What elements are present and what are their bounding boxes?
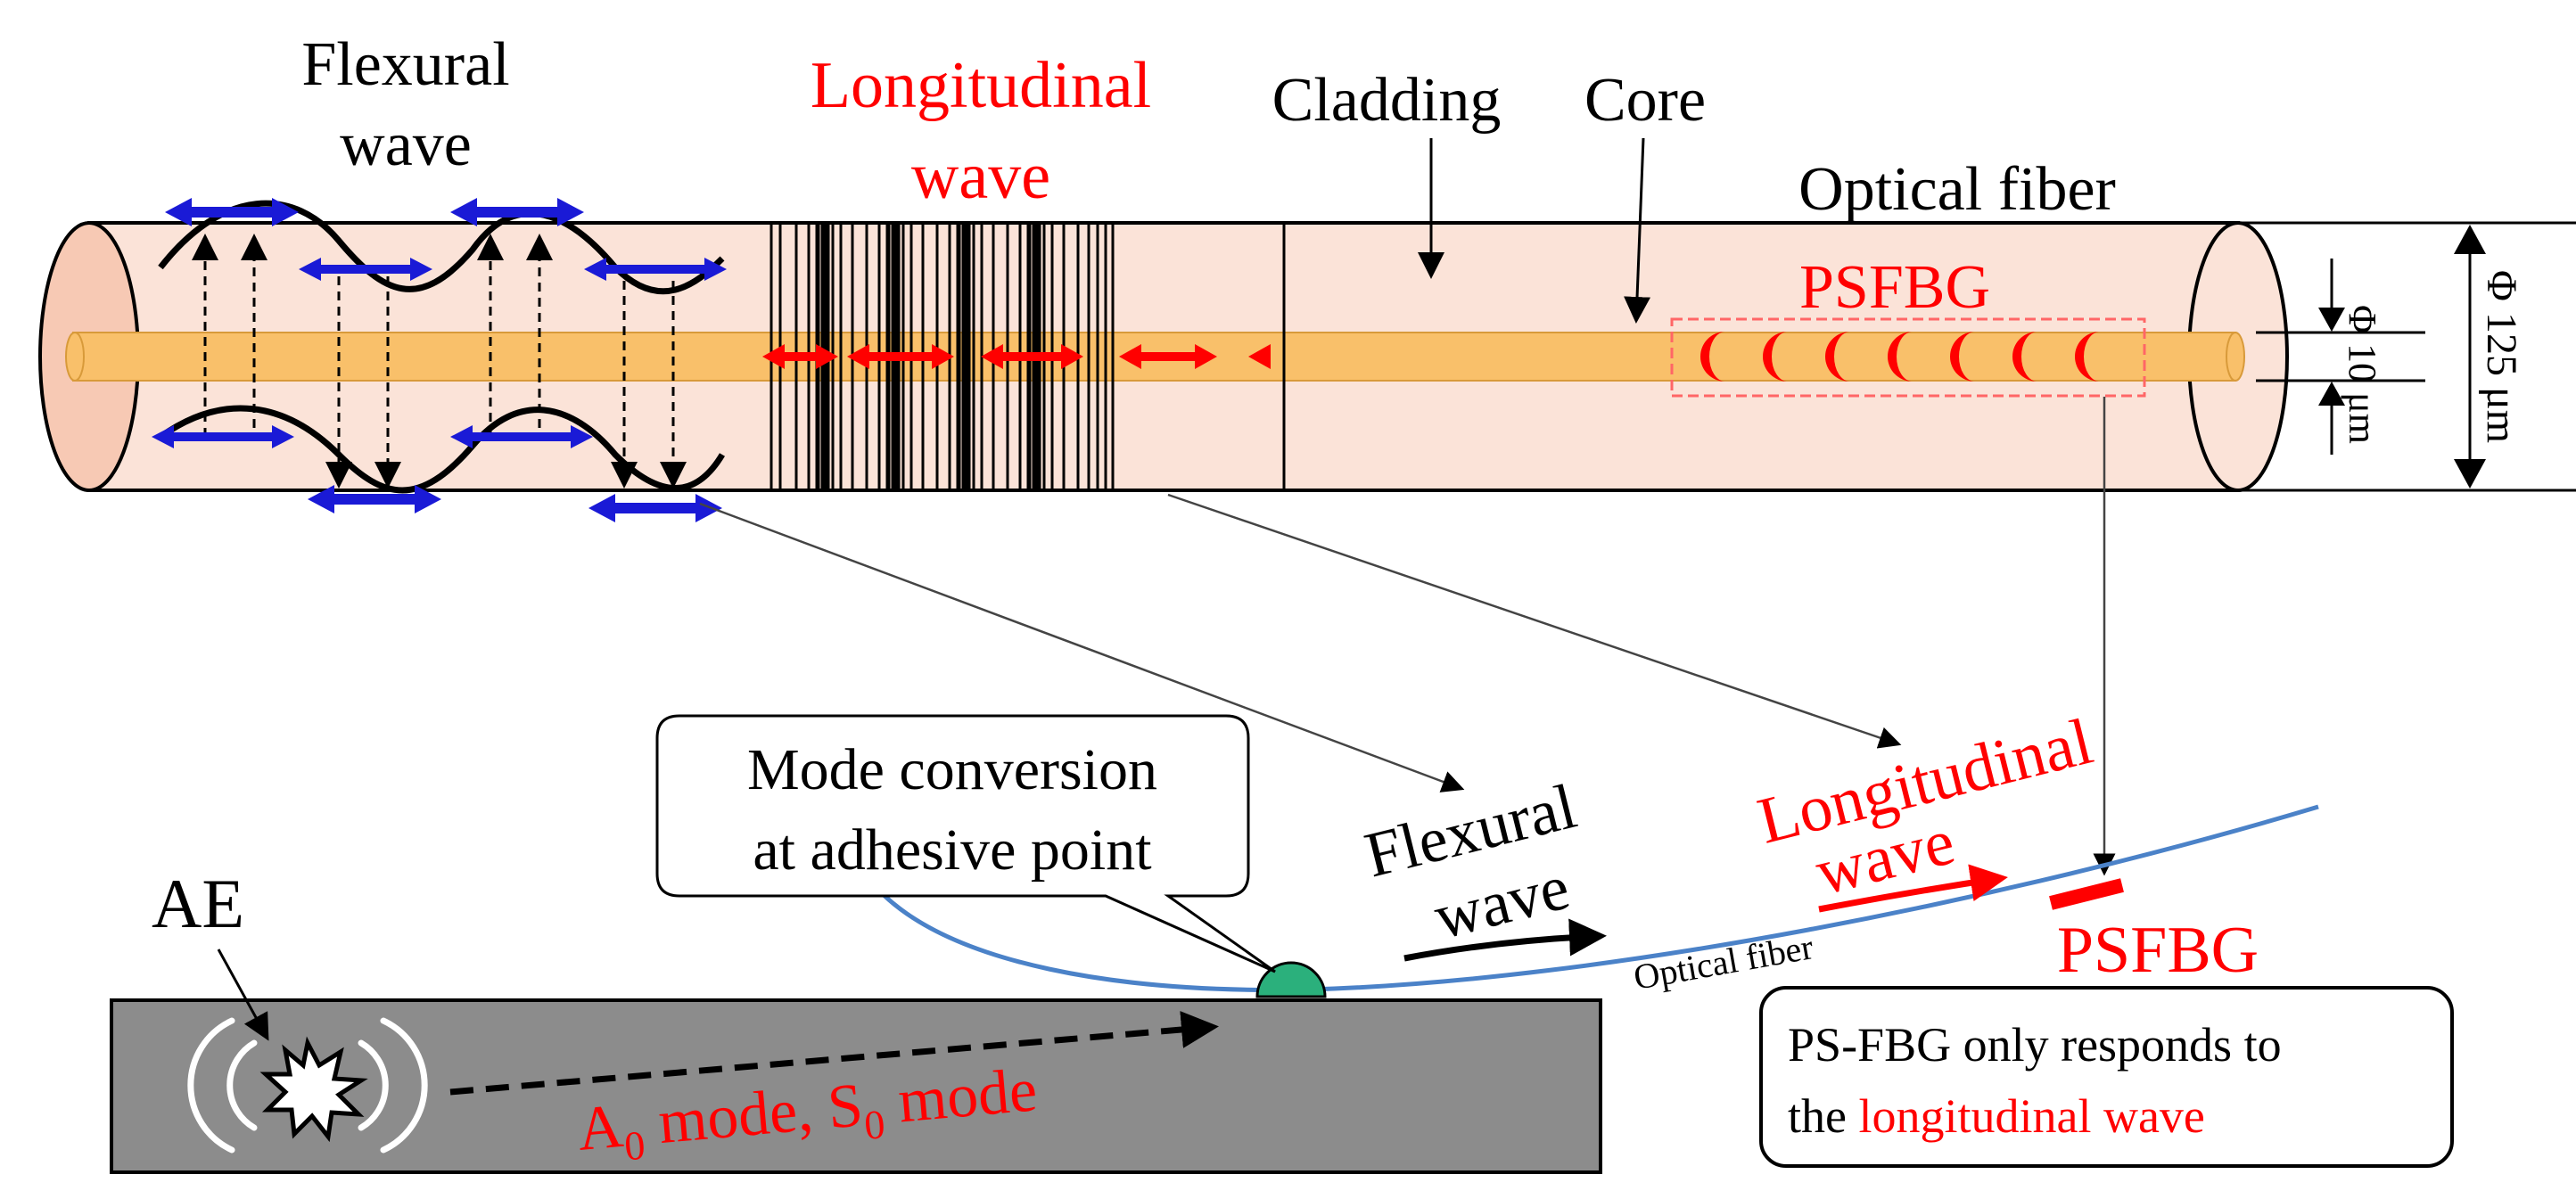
flexural-bottom-arrow <box>1403 918 1607 962</box>
core-end-right <box>2226 332 2245 382</box>
psfbg-bottom-marker <box>2049 878 2124 910</box>
core-end-left <box>65 332 85 382</box>
psfbg-gratings <box>1700 332 2100 382</box>
flexural-blue-arrows <box>152 198 727 522</box>
note-line-1: PS-FBG only responds to <box>1788 1018 2282 1072</box>
ae-label: AE <box>152 865 244 942</box>
psfbg-box-top <box>1670 317 2146 398</box>
mode-conversion-line-1: Mode conversion <box>747 737 1157 802</box>
psfbg-bottom-label: PSFBG <box>2057 914 2259 987</box>
mode-conversion-callout: Mode conversion at adhesive point <box>655 714 1276 973</box>
propagation-arrow <box>449 1011 1219 1096</box>
ae-pointer <box>217 949 269 1041</box>
psfbg-top-label: PSFBG <box>1799 253 1990 322</box>
dimension-lines <box>2238 221 2576 492</box>
pointer-arrows-top <box>1418 137 1651 324</box>
optical-fiber-top-label: Optical fiber <box>1798 155 2116 224</box>
connector-lines <box>699 397 2116 876</box>
ae-wavefronts <box>187 1017 428 1154</box>
dimension-arrowheads <box>2318 225 2486 489</box>
longitudinal-bottom-arrow <box>1818 864 2008 913</box>
core-diameter-label: Φ 10 μm <box>2341 305 2384 444</box>
specimen-plate <box>110 998 1602 1174</box>
core-label: Core <box>1584 66 1706 135</box>
flexural-top-label-2: wave <box>340 111 472 179</box>
ae-burst-icon <box>259 1036 368 1143</box>
note-line-2: the longitudinal wave <box>1788 1089 2205 1143</box>
ae-source <box>187 1017 428 1154</box>
cladding-label: Cladding <box>1272 66 1502 135</box>
longitudinal-top-label-1: Longitudinal <box>811 49 1151 122</box>
flexural-top-label-1: Flexural <box>301 30 509 99</box>
fiber-cylinder <box>38 221 2289 492</box>
note-box: PS-FBG only responds to the longitudinal… <box>1759 986 2454 1168</box>
fiber-diameter-label: Φ 125 μm <box>2478 270 2525 443</box>
flexural-vertical-arrows <box>192 234 687 489</box>
longitudinal-top-label-2: wave <box>911 140 1050 213</box>
longitudinal-red-arrows <box>762 344 1271 369</box>
optical-fiber-curve <box>881 804 2319 992</box>
mode-conversion-line-2: at adhesive point <box>753 817 1151 883</box>
